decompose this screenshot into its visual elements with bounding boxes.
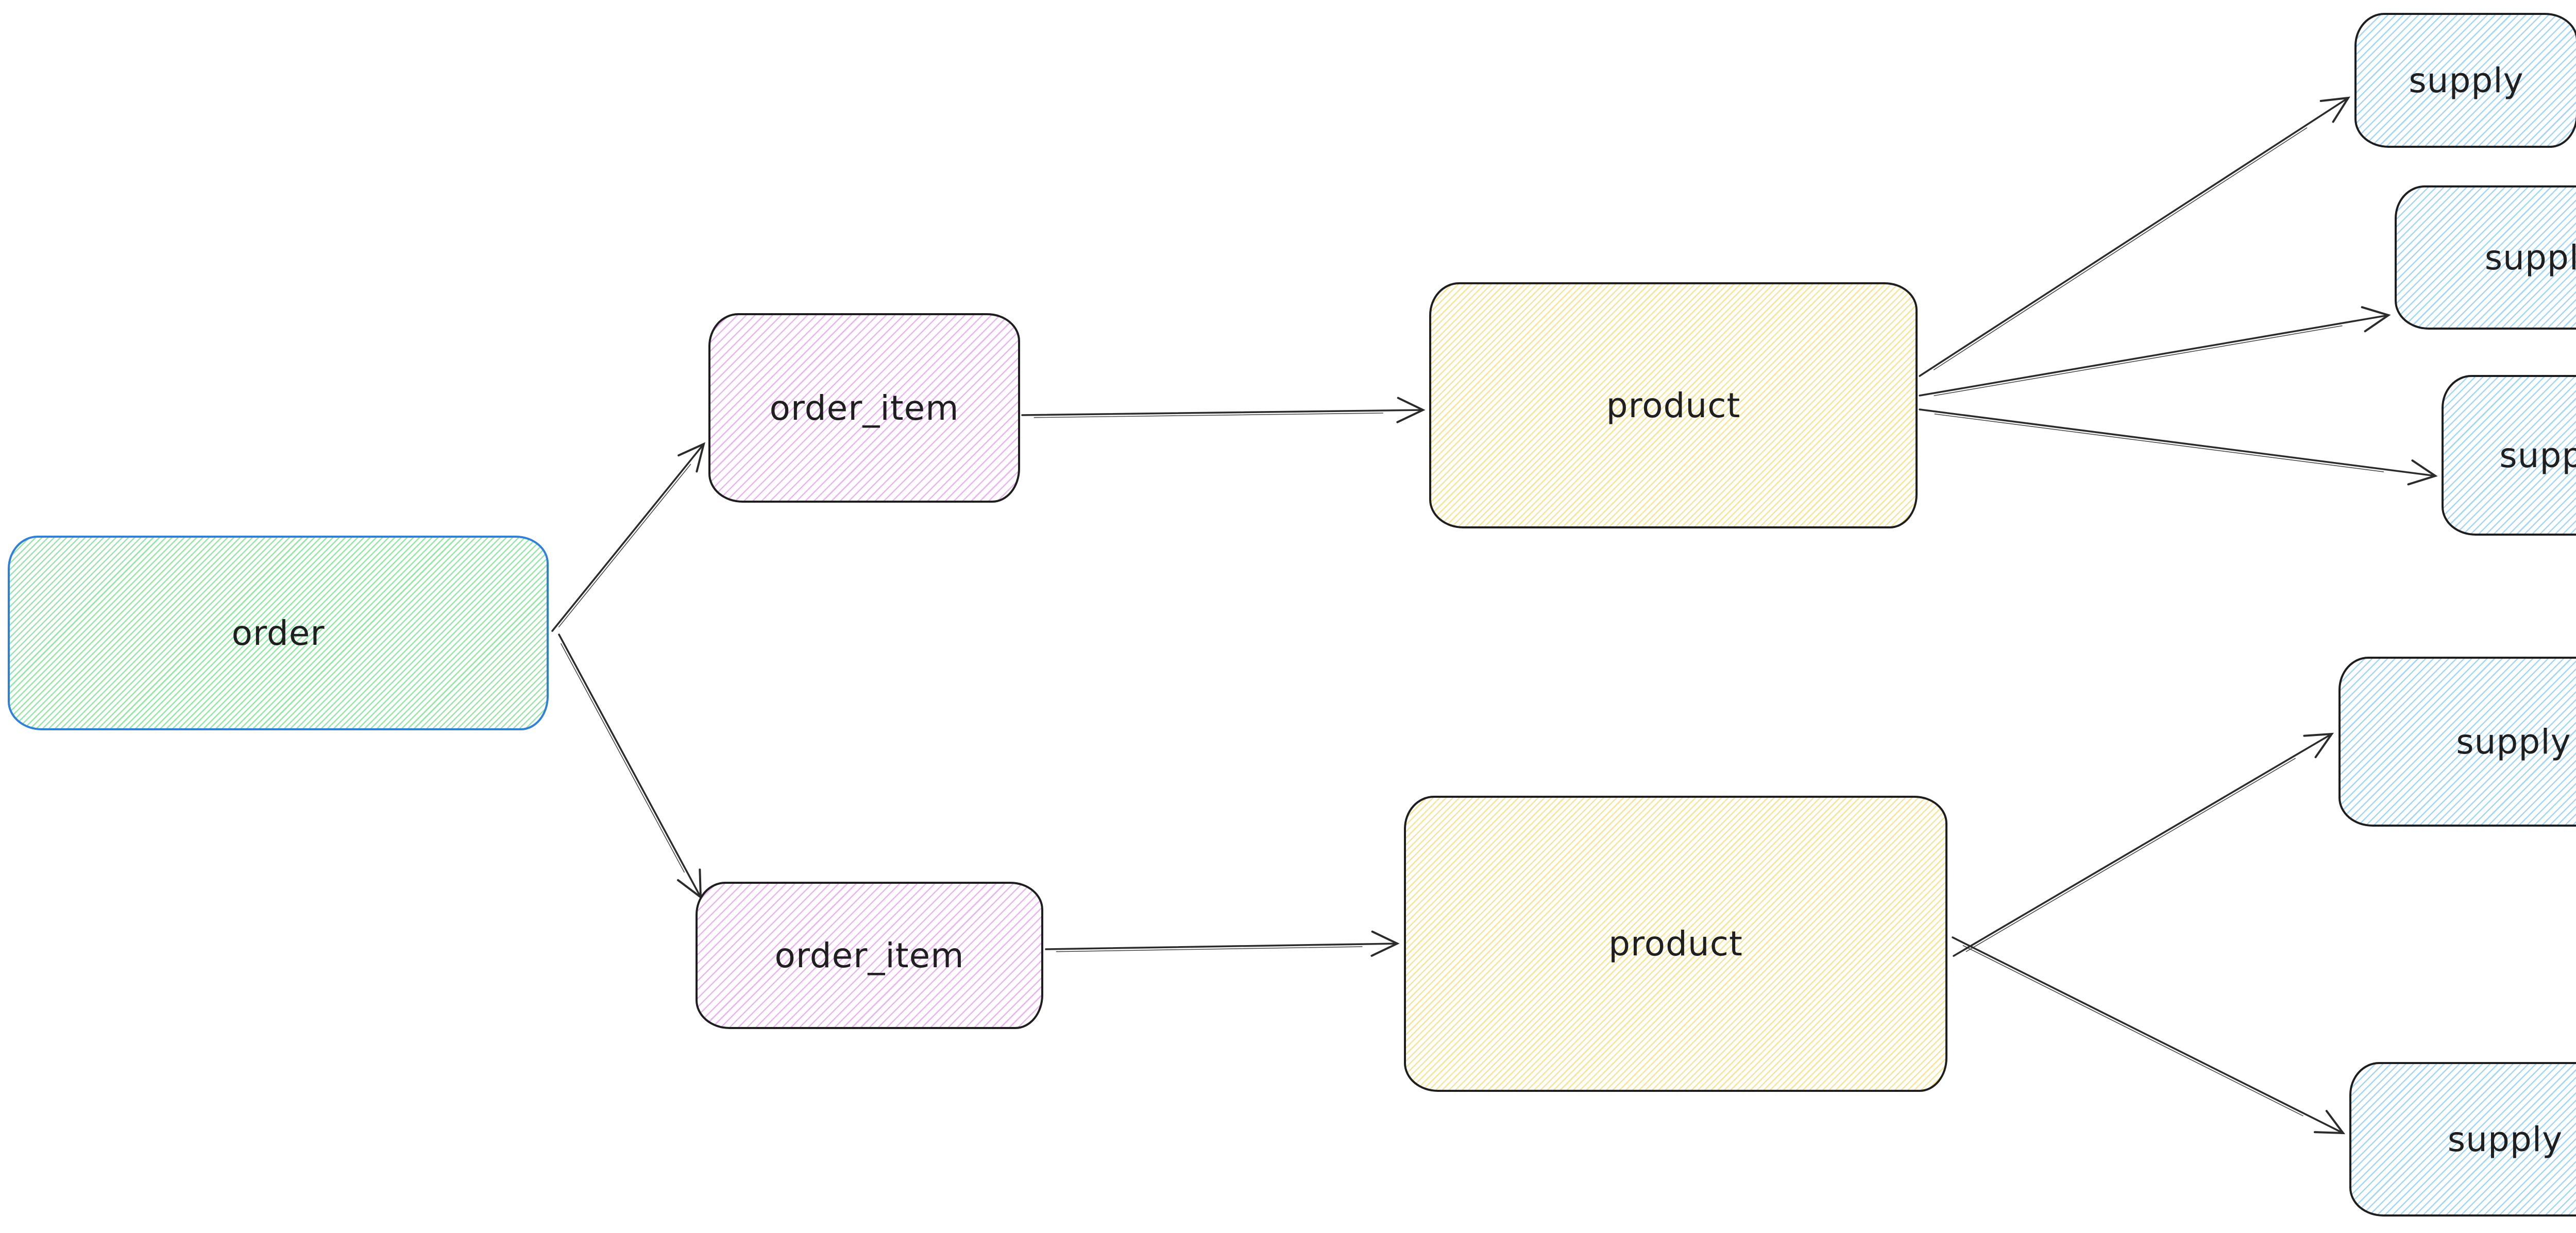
edge-group [551,96,2438,1135]
node-label: order [231,613,325,653]
node-order-item-1[interactable]: order_item [708,313,1020,503]
node-product-2[interactable]: product [1404,796,1947,1092]
node-label: product [1606,385,1741,425]
edge-product-1-to-supply-2[interactable] [1919,306,2391,397]
edge-product-2-to-supply-4[interactable] [1953,732,2334,957]
node-supply-4[interactable]: supply [2338,657,2576,827]
node-order-item-2[interactable]: order_item [696,882,1043,1029]
node-label: product [1608,924,1743,964]
edge-order-to-order-item-2[interactable] [558,633,702,900]
edge-order-to-order-item-1[interactable] [551,442,705,632]
node-supply-2[interactable]: supply [2395,185,2576,330]
node-label: supply [2499,435,2576,475]
node-order[interactable]: order [8,536,549,730]
node-supply-1[interactable]: supply [2354,13,2576,148]
node-label: order_item [769,388,959,428]
edge-order-item-2-to-product-2[interactable] [1045,930,1400,957]
node-label: supply [2409,60,2524,100]
edge-order-item-1-to-product-1[interactable] [1021,397,1426,423]
node-label: order_item [774,935,964,975]
edge-product-1-to-supply-3[interactable] [1919,408,2438,486]
edge-product-1-to-supply-1[interactable] [1919,96,2350,377]
node-label: supply [2484,237,2576,278]
node-label: supply [2456,722,2571,762]
node-label: supply [2447,1119,2563,1159]
node-supply-3[interactable]: supply [2442,375,2576,536]
edge-product-2-to-supply-5[interactable] [1952,936,2346,1135]
node-product-1[interactable]: product [1429,282,1918,528]
node-supply-5[interactable]: supply [2349,1062,2576,1217]
